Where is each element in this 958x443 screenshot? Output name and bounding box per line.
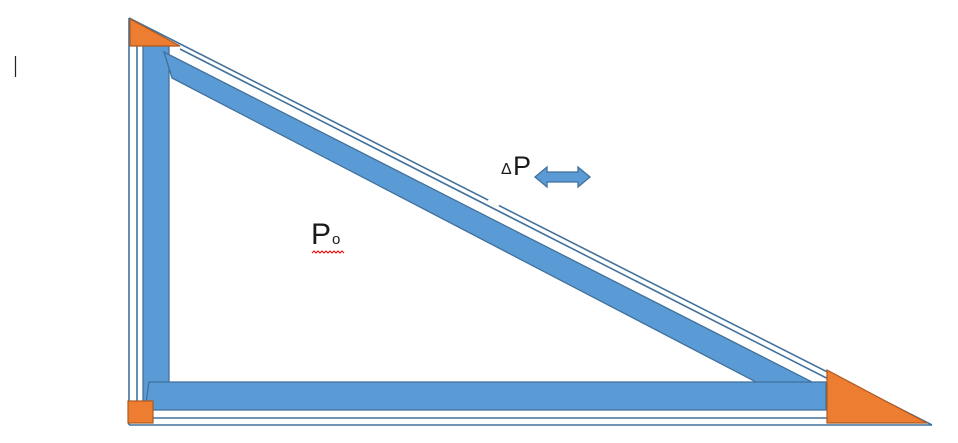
inner-offset-hypotenuse-edge xyxy=(179,48,906,419)
beam-members xyxy=(142,43,827,411)
horizontal-beam xyxy=(144,381,827,411)
bottom-right-triangle xyxy=(826,369,928,424)
delta-symbol: Δ xyxy=(501,161,512,178)
bottom-left-square xyxy=(127,400,154,424)
top-corner-triangle xyxy=(129,17,181,47)
p-subscript: o xyxy=(332,231,340,248)
corner-supports xyxy=(127,17,928,424)
diagonal-beam xyxy=(162,50,815,384)
vertical-beam xyxy=(142,43,170,408)
p-letter: P xyxy=(311,218,331,251)
outer-hypotenuse-edge xyxy=(128,17,933,426)
double-arrow-icon xyxy=(533,165,592,189)
delta-p-letter: P xyxy=(513,151,531,181)
spellcheck-squiggle xyxy=(311,250,345,254)
hypotenuse-gap xyxy=(487,193,503,207)
outer-triangle-outline xyxy=(128,17,933,426)
